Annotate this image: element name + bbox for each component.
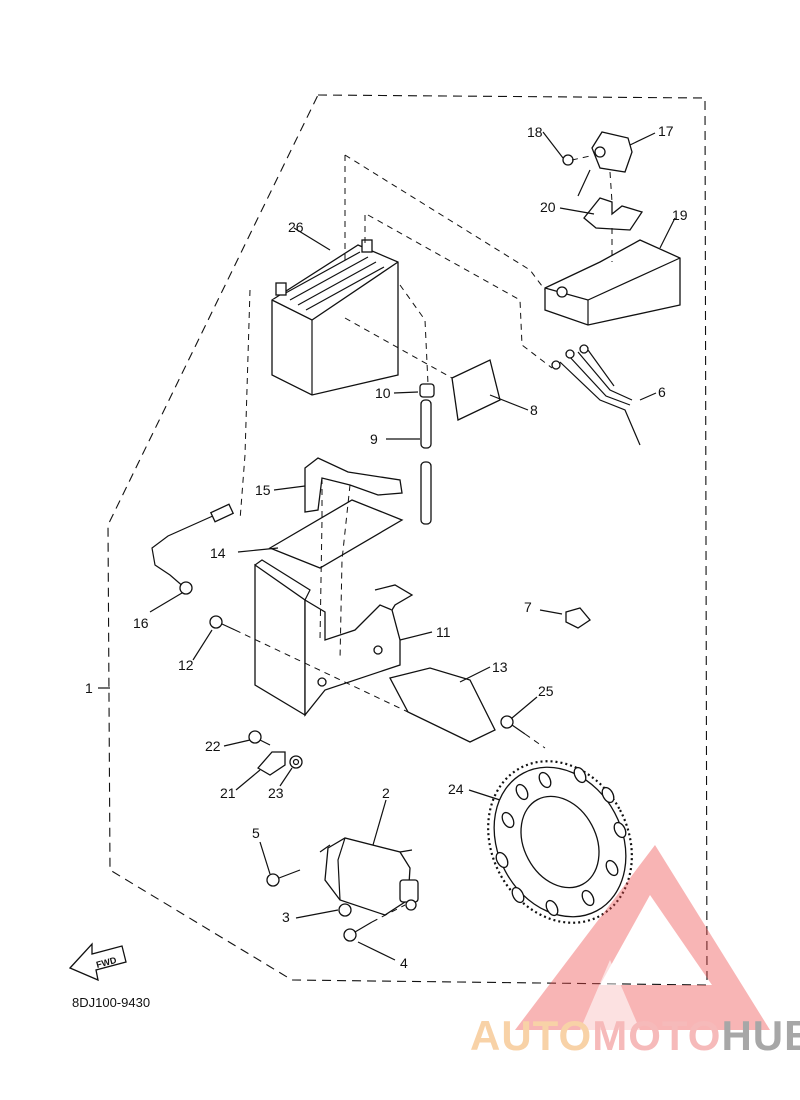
callout-11: 11 bbox=[436, 624, 451, 640]
screw-part-18 bbox=[562, 154, 574, 166]
callout-26: 26 bbox=[288, 219, 304, 235]
vent-hose-part-9 bbox=[420, 399, 432, 525]
starter-motor-part-2 bbox=[319, 837, 419, 916]
battery-bracket-part-11 bbox=[254, 559, 414, 717]
wire-harness-part-6 bbox=[551, 344, 641, 446]
battery-part-26 bbox=[271, 239, 399, 396]
cover-part-19 bbox=[544, 239, 681, 326]
callout-17: 17 bbox=[658, 123, 674, 139]
callout-16: 16 bbox=[133, 615, 149, 631]
watermark-moto: MOTO bbox=[592, 1012, 721, 1059]
automotohub-watermark: AUTOMOTOHUB bbox=[470, 845, 800, 1059]
bolt-part-25 bbox=[500, 715, 526, 735]
watermark-auto: AUTO bbox=[470, 1012, 592, 1059]
callout-12: 12 bbox=[178, 657, 194, 673]
clamp-part-21 bbox=[256, 751, 286, 776]
callout-23: 23 bbox=[268, 785, 284, 801]
relation-lines bbox=[234, 154, 613, 923]
callout-15: 15 bbox=[255, 482, 271, 498]
callout-21: 21 bbox=[220, 785, 236, 801]
bolt-part-4 bbox=[343, 921, 373, 942]
callout-14: 14 bbox=[210, 545, 226, 561]
ground-lead-part-16 bbox=[151, 503, 235, 595]
bolt-part-22 bbox=[248, 730, 271, 746]
callout-18: 18 bbox=[527, 124, 543, 140]
callout-9: 9 bbox=[370, 431, 378, 447]
nut-part-23 bbox=[289, 755, 303, 769]
callout-10: 10 bbox=[375, 385, 391, 401]
callout-7: 7 bbox=[524, 599, 532, 615]
callout-22: 22 bbox=[205, 738, 221, 754]
callout-5: 5 bbox=[252, 825, 260, 841]
callout-3: 3 bbox=[282, 909, 290, 925]
callout-labels: 1 2 3 4 5 6 7 8 9 10 11 12 13 14 15 16 1… bbox=[85, 123, 688, 971]
callout-4: 4 bbox=[400, 955, 408, 971]
pad-part-8 bbox=[451, 359, 501, 421]
callout-19: 19 bbox=[672, 207, 688, 223]
plate-part-13 bbox=[389, 667, 496, 743]
fwd-arrow-icon: FWD bbox=[68, 942, 127, 982]
callout-1: 1 bbox=[85, 680, 93, 696]
rotor-part-24 bbox=[487, 760, 633, 924]
bracket-part-20 bbox=[583, 197, 644, 231]
callout-13: 13 bbox=[492, 659, 508, 675]
relay-part-17 bbox=[577, 131, 633, 197]
battery-band-part-15 bbox=[304, 457, 403, 513]
watermark-hub: HUB bbox=[721, 1012, 800, 1059]
callout-8: 8 bbox=[530, 402, 538, 418]
callout-2: 2 bbox=[382, 785, 390, 801]
watermark-triangle-icon bbox=[515, 845, 770, 1030]
bolt-part-12 bbox=[209, 615, 236, 631]
callout-20: 20 bbox=[540, 199, 556, 215]
nut-part-3 bbox=[338, 903, 352, 917]
svg-text:AUTOMOTOHUB: AUTOMOTOHUB bbox=[470, 1012, 800, 1059]
diagram-part-code: 8DJ100-9430 bbox=[72, 995, 150, 1010]
leader-lines bbox=[98, 131, 676, 961]
bolt-part-5 bbox=[266, 869, 301, 887]
callout-6: 6 bbox=[658, 384, 666, 400]
callout-25: 25 bbox=[538, 683, 554, 699]
grommet-part-7 bbox=[565, 607, 591, 629]
sheet-part-14 bbox=[268, 499, 404, 569]
callout-24: 24 bbox=[448, 781, 464, 797]
vent-cap-part-10 bbox=[419, 383, 435, 398]
